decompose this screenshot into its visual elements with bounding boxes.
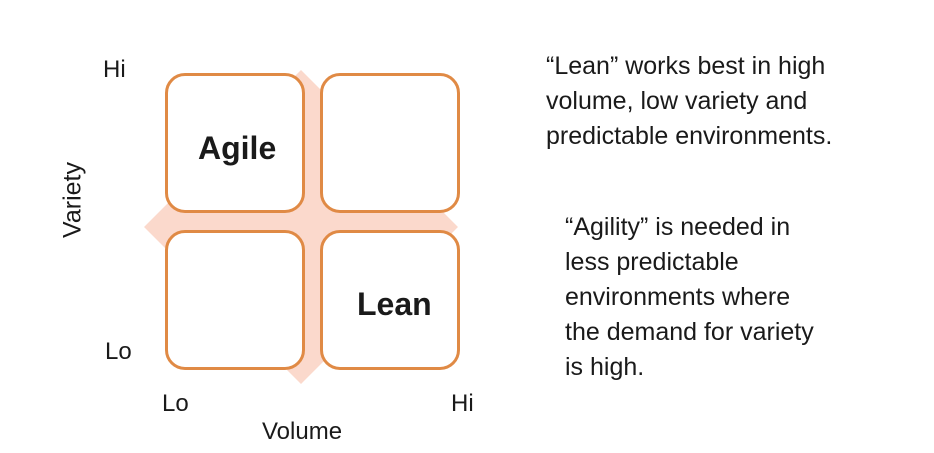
x-axis-low-label: Lo — [162, 390, 189, 417]
quadrant-bottom-right: Lean — [320, 230, 460, 370]
agility-note-line: the demand for variety — [565, 318, 814, 346]
quadrant-bottom-left — [165, 230, 305, 370]
agility-note-line: “Agility” is needed in — [565, 213, 791, 241]
quadrant-label-agile: Agile — [198, 130, 277, 166]
quadrant-label-lean: Lean — [357, 286, 432, 322]
x-axis-title: Volume — [262, 418, 343, 445]
x-axis-high-label: Hi — [451, 390, 474, 417]
y-axis-low-label: Lo — [105, 338, 132, 365]
y-axis-title: Variety — [58, 162, 87, 238]
agility-note: “Agility” is needed in less predictable … — [565, 210, 814, 385]
lean-note: “Lean” works best in high volume, low va… — [546, 49, 832, 154]
quadrant-top-right — [320, 73, 460, 213]
y-axis-high-label: Hi — [103, 56, 126, 83]
agility-note-line: environments where — [565, 283, 791, 311]
lean-note-line: “Lean” works best in high — [546, 52, 826, 80]
agility-note-line: is high. — [565, 353, 645, 381]
lean-note-line: predictable environments. — [546, 122, 833, 150]
lean-note-line: volume, low variety and — [546, 87, 808, 115]
quadrant-top-left: Agile — [165, 73, 305, 213]
agility-note-line: less predictable — [565, 248, 739, 276]
